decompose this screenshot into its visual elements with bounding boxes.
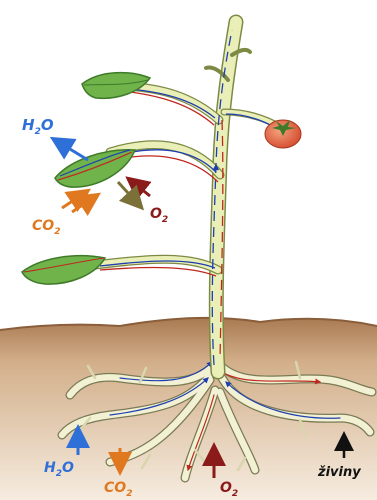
- h2o-out-arrow: [55, 140, 88, 160]
- label-co2-leaf: CO2: [32, 218, 60, 237]
- leaf-middle: [55, 150, 135, 187]
- label-nutrients: živiny: [317, 465, 361, 480]
- label-o2-leaf: O2: [150, 206, 168, 225]
- tomato-fruit: [265, 120, 301, 148]
- o2-in-arrow: [130, 180, 150, 196]
- leaf-upper: [82, 73, 150, 99]
- leaf-lower: [22, 256, 105, 284]
- label-h2o-top: H2O: [22, 116, 54, 137]
